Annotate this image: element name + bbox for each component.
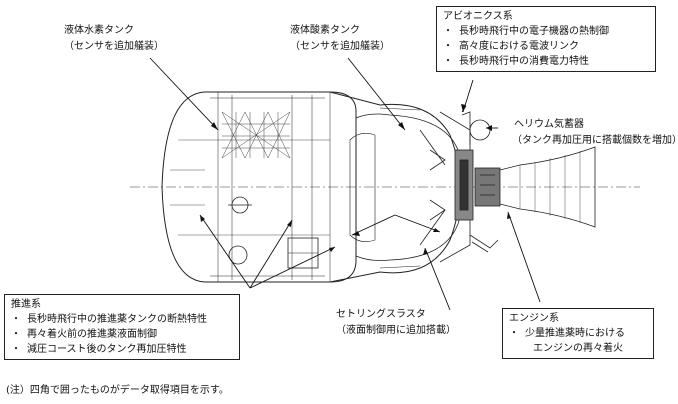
- lox-tank-note: （センサを追加艤装）: [290, 41, 390, 52]
- engine-nozzle: [469, 146, 596, 253]
- avionics-item: 長秒時飛行中の消費電力特性: [443, 54, 649, 69]
- avionics-item: 高々度における電波リンク: [443, 39, 649, 54]
- engine-item: エンジンの再々着火: [533, 343, 623, 354]
- propulsion-item: 減圧コースト後のタンク再加圧特性: [11, 342, 233, 357]
- lh2-tank-label: 液体水素タンク: [64, 25, 134, 36]
- lh2-tank-body: [161, 91, 357, 283]
- helium-sphere: [461, 105, 491, 145]
- lh2-tank-note: （センサを追加艤装）: [64, 41, 164, 52]
- avionics-box: アビオニクス系 長秒時飛行中の電子機器の熱制御 高々度における電波リンク 長秒時…: [436, 6, 656, 72]
- avionics-item: 長秒時飛行中の電子機器の熱制御: [443, 24, 649, 39]
- lattice-pattern: [221, 111, 291, 159]
- helium-label: ヘリウム気蓄器: [514, 119, 584, 130]
- settling-thruster-note: （液面制御用に追加搭載）: [336, 325, 456, 336]
- settling-thruster-label: セトリングスラスタ: [336, 309, 426, 320]
- leader-lines: [149, 57, 541, 311]
- lox-tank-label: 液体酸素タンク: [290, 25, 360, 36]
- propulsion-item: 長秒時飛行中の推進薬タンクの断熱特性: [11, 312, 233, 327]
- engine-title: エンジン系: [509, 313, 559, 324]
- thrust-structure: [419, 111, 474, 263]
- propulsion-item: 再々着火前の推進薬液面制御: [11, 327, 233, 342]
- propulsion-title: 推進系: [11, 299, 41, 310]
- engine-box: エンジン系 少量推進薬時における エンジンの再々着火: [502, 308, 654, 359]
- engine-item: 少量推進薬時における: [509, 326, 647, 341]
- avionics-title: アビオニクス系: [443, 11, 513, 22]
- propulsion-box: 推進系 長秒時飛行中の推進薬タンクの断熱特性 再々着火前の推進薬液面制御 減圧コ…: [4, 294, 240, 360]
- helium-note: （タンク再加圧用に搭載個数を増加）: [512, 135, 678, 146]
- footnote: (注）四角で囲ったものがデータ取得項目を示す。: [6, 385, 229, 396]
